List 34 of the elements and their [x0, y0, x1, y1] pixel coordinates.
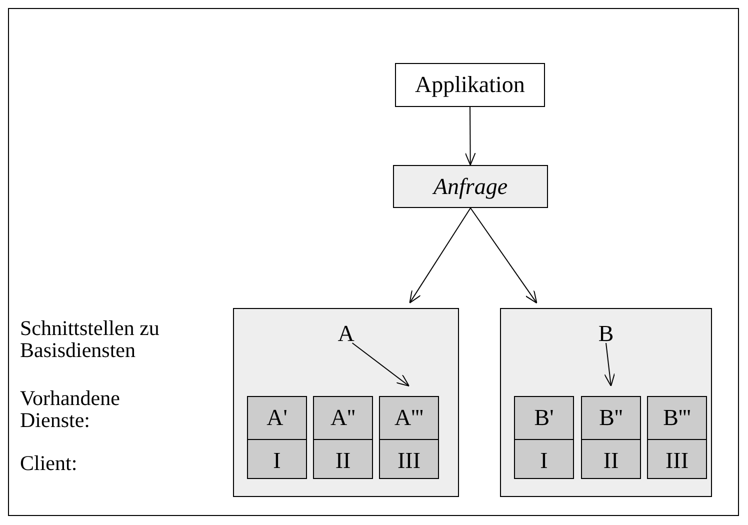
arrow: [464, 106, 476, 166]
service-box: [247, 396, 307, 479]
group-title: B: [597, 321, 615, 347]
group-title: A: [336, 321, 356, 347]
box-label: III: [380, 438, 438, 481]
service-box: [514, 396, 574, 479]
process-box: [395, 63, 545, 107]
box-label: II: [314, 438, 372, 481]
box-label: A': [266, 404, 288, 431]
service-box: [379, 396, 439, 479]
box-label: Applikation: [414, 72, 526, 98]
service-box: [313, 396, 373, 479]
group-panel: [500, 308, 712, 497]
box-label: A''': [393, 404, 425, 431]
service-box: [647, 396, 707, 479]
arrow: [604, 342, 616, 386]
box-label: B': [533, 404, 555, 431]
box-label: I: [515, 438, 573, 481]
box-label: Anfrage: [431, 174, 509, 200]
box-label: II: [582, 438, 640, 481]
box-label: I: [248, 438, 306, 481]
row-label: Vorhandene Dienste:: [20, 387, 121, 431]
row-label: Client:: [20, 452, 78, 474]
service-box: [581, 396, 641, 479]
box-label: B'': [598, 404, 624, 431]
box-label: B''': [662, 404, 692, 431]
query-box: [393, 165, 548, 208]
group-panel: [233, 308, 459, 497]
arrow: [352, 342, 410, 386]
arrow: [409, 208, 471, 304]
arrow: [470, 208, 538, 304]
box-label: III: [648, 438, 706, 481]
box-label: A'': [330, 404, 356, 431]
row-label: Schnittstellen zu Basisdiensten: [20, 317, 160, 361]
